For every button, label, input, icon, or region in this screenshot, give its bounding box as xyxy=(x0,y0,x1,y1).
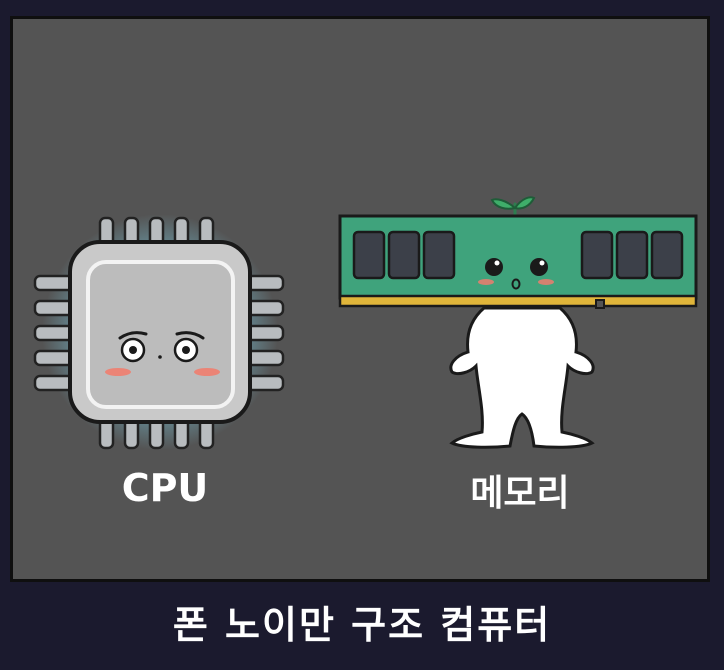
ram-contacts xyxy=(338,294,698,308)
sprout-icon xyxy=(490,196,536,218)
cpu-label: CPU xyxy=(121,466,209,510)
caption-subtitle: 폰 노이만 구조 컴퓨터 xyxy=(172,603,552,647)
memory-face xyxy=(478,258,554,290)
memory-body xyxy=(449,306,595,449)
cpu-pins-right xyxy=(243,274,285,392)
ram-notch xyxy=(595,299,605,309)
cpu-chip-inner xyxy=(86,260,235,409)
memory-label: 메모리 xyxy=(470,473,570,514)
ram-chips-left xyxy=(352,230,456,280)
ram-chips-right xyxy=(580,230,684,280)
cpu-pins-left xyxy=(33,274,77,392)
memory-ram-character xyxy=(338,196,698,449)
cpu-face xyxy=(105,331,220,376)
cpu-chip-character xyxy=(33,214,285,450)
